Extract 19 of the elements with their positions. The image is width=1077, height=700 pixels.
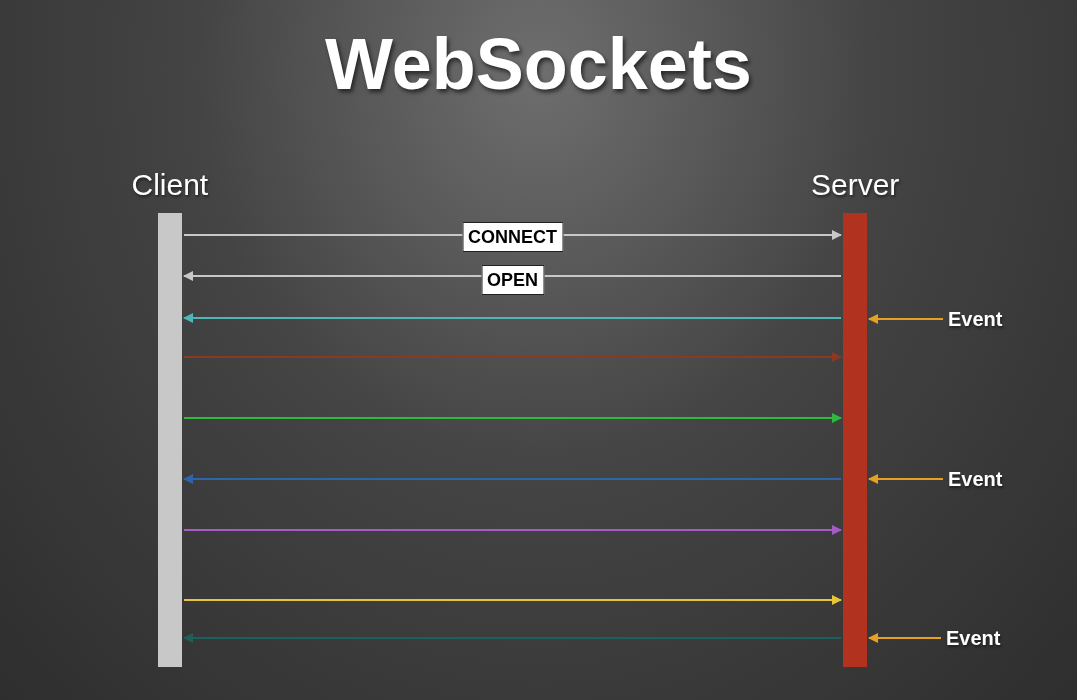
event-label: Event xyxy=(946,627,1001,649)
edge-label: OPEN xyxy=(481,265,544,295)
lifeline-heading: Client xyxy=(131,168,209,202)
arrow xyxy=(183,474,842,484)
event-label: Event xyxy=(948,308,1003,330)
event-label: Event xyxy=(948,468,1003,490)
arrow xyxy=(868,633,942,643)
arrow xyxy=(183,595,842,605)
arrow xyxy=(183,633,842,643)
arrow xyxy=(183,313,842,323)
lifeline-heading: Server xyxy=(811,168,900,202)
edge-label: CONNECT xyxy=(462,222,563,252)
title: WebSockets xyxy=(325,23,752,106)
arrow xyxy=(183,413,842,423)
arrow xyxy=(183,352,842,362)
arrow xyxy=(868,314,944,324)
arrow xyxy=(868,474,944,484)
arrow xyxy=(183,525,842,535)
arrow xyxy=(183,271,842,281)
